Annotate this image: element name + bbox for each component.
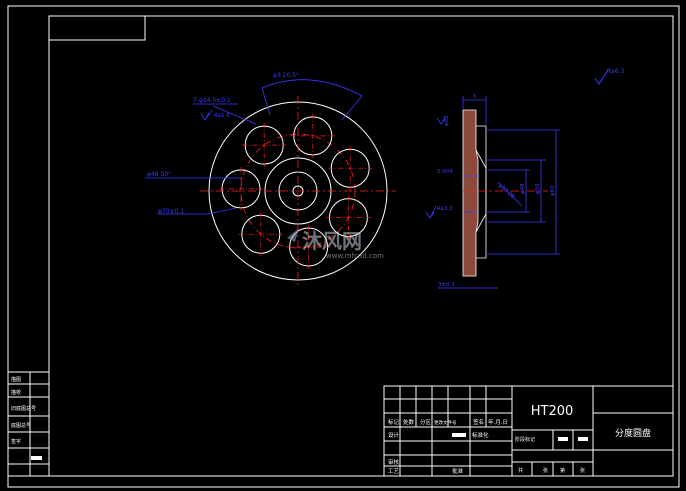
dim-left-top: φ88 bbox=[444, 115, 450, 126]
strip-label-2: 描校 bbox=[11, 389, 21, 396]
material-label: HT200 bbox=[531, 404, 574, 419]
tb-design-fill bbox=[452, 433, 466, 437]
tb-change-label: 更改文件号 bbox=[434, 419, 457, 426]
watermark-brand: 沐风网 bbox=[302, 229, 362, 253]
dim-top-width: 5 bbox=[473, 94, 477, 100]
roughness-symbol bbox=[594, 69, 609, 85]
strip-date-fill bbox=[31, 456, 42, 460]
roughness-global: Ra6.3 bbox=[607, 68, 624, 75]
tb-design-label: 设计 bbox=[388, 431, 400, 439]
tb-std-label: 标准化 bbox=[472, 431, 489, 439]
strip-label-1: 描图 bbox=[11, 376, 21, 383]
dim-holes: 7-φ24.5±0.1 bbox=[193, 97, 231, 104]
dim-slant: φ32 28 bbox=[497, 183, 516, 200]
drawing-frame bbox=[7, 5, 680, 488]
side-dimensions bbox=[425, 96, 560, 289]
tb-total-label: 共 bbox=[518, 467, 523, 474]
part-name: 分度圆盘 bbox=[615, 427, 651, 439]
tb-zone-label: 分区 bbox=[420, 418, 432, 426]
strip-label-3: 旧底图总号 bbox=[11, 405, 36, 412]
dim-mid-2: Ra3.2 bbox=[437, 206, 453, 212]
tb-process-label: 工艺 bbox=[388, 468, 400, 475]
dim-inner-2: φ58 bbox=[535, 183, 541, 194]
dim-inner-1: φ48 bbox=[520, 183, 526, 194]
tb-page-label: 第 bbox=[560, 467, 565, 474]
tb-scale-fill bbox=[578, 437, 588, 441]
side-view bbox=[462, 109, 548, 277]
code-box bbox=[48, 15, 146, 41]
front-view bbox=[200, 96, 396, 288]
left-strip bbox=[7, 371, 50, 477]
tb-sign-label: 签名 bbox=[473, 418, 484, 426]
watermark: 沐风网 www.mfcad.com bbox=[287, 228, 384, 260]
roughness-holes: Ra1.6 bbox=[214, 113, 230, 119]
watermark-logo bbox=[287, 228, 299, 242]
strip-label-4: 底图总号 bbox=[11, 422, 31, 429]
watermark-url: www.mfcad.com bbox=[326, 252, 384, 260]
dim-bore: φ70±0.1 bbox=[158, 208, 184, 215]
front-dimensions bbox=[145, 79, 363, 215]
tb-sheet-label-2: 张 bbox=[580, 467, 585, 474]
dim-circle: φ48 50° bbox=[147, 171, 171, 178]
dim-outer: φ60 bbox=[550, 185, 556, 196]
tb-stage-label: 阶段标记 bbox=[515, 436, 535, 443]
tb-sheet-label-1: 张 bbox=[543, 467, 548, 474]
tb-date-label: 年.月.日 bbox=[488, 418, 508, 426]
strip-label-5: 签字 bbox=[11, 438, 21, 445]
title-block bbox=[383, 385, 674, 477]
dim-top-angle: φ3 20.5° bbox=[273, 72, 299, 79]
tb-review-label: 审核 bbox=[388, 458, 400, 466]
tb-approve-label: 批准 bbox=[452, 467, 464, 475]
tb-count-label: 处数 bbox=[403, 418, 415, 426]
tb-mark-label: 标记 bbox=[388, 418, 400, 426]
dim-bottom: 3±0.1 bbox=[438, 282, 455, 288]
tb-weight-fill bbox=[558, 437, 568, 441]
dim-mid-1: 0.004 bbox=[437, 169, 453, 175]
